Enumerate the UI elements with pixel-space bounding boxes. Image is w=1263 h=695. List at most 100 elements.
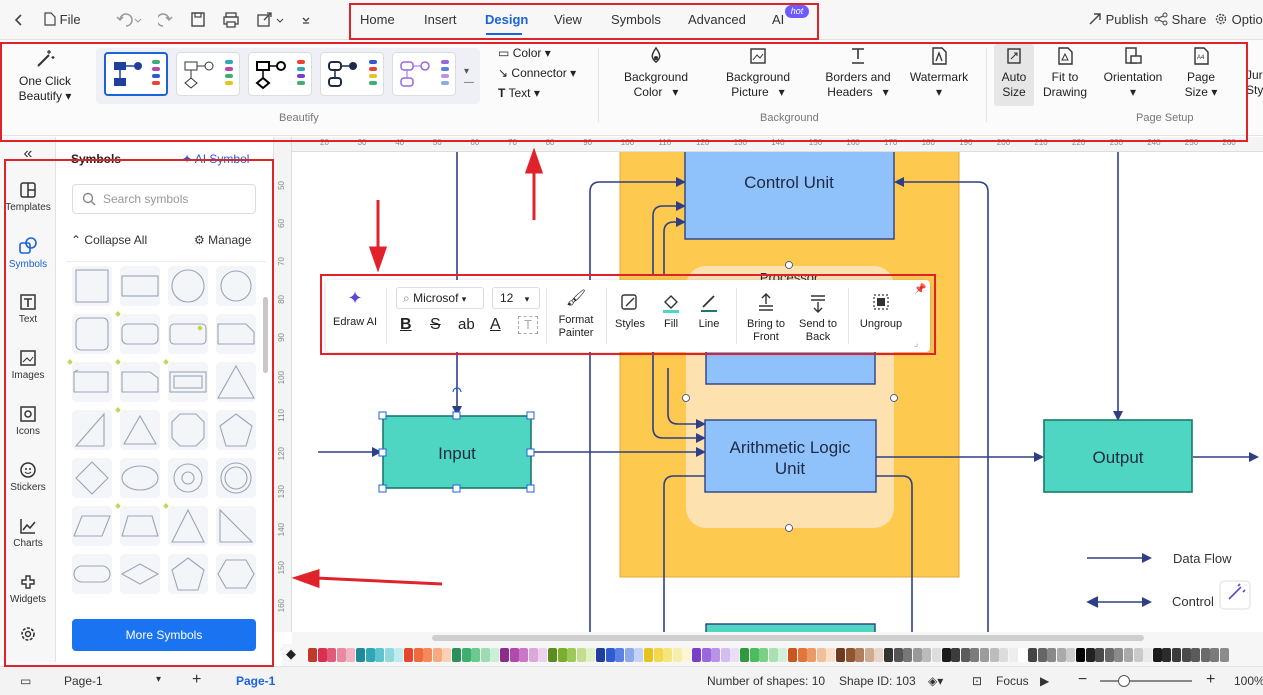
color-swatch[interactable] <box>576 648 586 662</box>
color-swatch[interactable] <box>1210 648 1220 662</box>
color-swatch[interactable] <box>596 648 605 662</box>
color-swatch[interactable] <box>394 648 404 662</box>
bring-to-front-button[interactable]: Bring to Front <box>742 292 790 344</box>
export-icon[interactable] <box>256 10 286 30</box>
font-size-select[interactable]: 12 ▾ <box>492 287 540 309</box>
fit-page-icon[interactable]: ⊡ <box>972 674 983 688</box>
collapse-all-button[interactable]: ⌃ Collapse All <box>71 233 148 247</box>
color-swatch[interactable] <box>346 648 356 662</box>
theme-card-4[interactable] <box>320 52 384 96</box>
color-swatch[interactable] <box>855 648 865 662</box>
ungroup-button[interactable]: Ungroup <box>854 292 908 331</box>
rail-icons[interactable]: Icons <box>0 405 56 437</box>
ai-symbol-link[interactable]: ✦ AI Symbol <box>182 152 250 166</box>
color-swatch[interactable] <box>1066 648 1076 662</box>
text-dropdown[interactable]: T Text ▾ <box>498 86 540 100</box>
color-swatch[interactable] <box>480 648 490 662</box>
color-swatch[interactable] <box>778 648 788 662</box>
color-swatch[interactable] <box>1172 648 1181 662</box>
color-swatch[interactable] <box>471 648 481 662</box>
theme-card-1[interactable] <box>104 52 168 96</box>
redo-icon[interactable] <box>156 10 174 30</box>
play-icon[interactable]: ▶ <box>1040 674 1050 688</box>
print-icon[interactable] <box>222 10 240 30</box>
save-icon[interactable] <box>190 10 206 30</box>
menu-symbols[interactable]: Symbols <box>611 12 661 27</box>
strikethrough-icon[interactable]: S <box>430 316 441 333</box>
menu-view[interactable]: View <box>554 12 582 27</box>
color-swatch[interactable] <box>893 648 903 662</box>
color-swatch[interactable] <box>701 648 711 662</box>
color-swatch[interactable] <box>1200 648 1210 662</box>
color-swatch[interactable] <box>1028 648 1037 662</box>
color-swatch[interactable] <box>538 648 548 662</box>
color-swatch[interactable] <box>845 648 855 662</box>
line-button[interactable]: Line <box>694 292 724 331</box>
color-swatch[interactable] <box>500 648 509 662</box>
focus-button[interactable]: Focus <box>996 674 1029 688</box>
color-swatch[interactable] <box>1143 648 1153 662</box>
color-swatch[interactable] <box>1095 648 1105 662</box>
zoom-slider-handle[interactable] <box>1118 675 1130 687</box>
color-swatch[interactable] <box>941 648 951 662</box>
color-swatch[interactable] <box>1008 648 1018 662</box>
rail-text[interactable]: Text <box>0 293 56 325</box>
borders-headers-button[interactable]: Borders and Headers ▾ <box>812 46 904 100</box>
menu-home[interactable]: Home <box>360 12 395 27</box>
gallery-more-icon[interactable]: ▾— <box>464 66 474 88</box>
color-swatch[interactable] <box>816 648 826 662</box>
scroll-thumb[interactable] <box>432 635 1144 641</box>
color-swatch[interactable] <box>788 648 797 662</box>
color-swatch[interactable] <box>884 648 893 662</box>
rail-charts[interactable]: Charts <box>0 517 56 549</box>
color-swatch[interactable] <box>432 648 442 662</box>
color-swatch[interactable] <box>442 648 452 662</box>
color-swatch[interactable] <box>749 648 759 662</box>
color-swatch[interactable] <box>1104 648 1114 662</box>
color-swatch[interactable] <box>1037 648 1047 662</box>
rail-templates[interactable]: Templates <box>0 181 56 213</box>
page-panel-icon[interactable]: ▭ <box>20 674 32 688</box>
color-swatch[interactable] <box>951 648 961 662</box>
color-swatch[interactable] <box>308 648 317 662</box>
color-swatch[interactable] <box>615 648 625 662</box>
color-swatch[interactable] <box>1124 648 1133 662</box>
color-swatch[interactable] <box>989 648 999 662</box>
color-swatch[interactable] <box>836 648 845 662</box>
color-swatch[interactable] <box>327 648 337 662</box>
publish-button[interactable]: Publish <box>1088 10 1148 30</box>
quick-access-dropdown-icon[interactable] <box>300 10 312 30</box>
one-click-beautify-button[interactable]: One Click Beautify ▾ <box>14 48 76 104</box>
color-swatch[interactable] <box>682 648 692 662</box>
color-swatch[interactable] <box>970 648 980 662</box>
styles-button[interactable]: Styles <box>612 292 648 331</box>
color-swatch[interactable] <box>375 648 385 662</box>
send-to-back-button[interactable]: Send to Back <box>794 292 842 344</box>
color-swatch[interactable] <box>404 648 413 662</box>
color-swatch[interactable] <box>452 648 461 662</box>
color-swatch[interactable] <box>336 648 346 662</box>
theme-card-3[interactable] <box>248 52 312 96</box>
color-swatch[interactable] <box>999 648 1009 662</box>
rail-images[interactable]: Images <box>0 349 56 381</box>
symbol-search-input[interactable]: Search symbols <box>72 184 256 214</box>
add-page-icon[interactable]: + <box>192 671 202 688</box>
color-swatch[interactable] <box>932 648 941 662</box>
color-swatch[interactable] <box>807 648 817 662</box>
color-swatch[interactable] <box>528 648 538 662</box>
page-dropdown-chevron-icon[interactable]: ▾ <box>156 674 162 685</box>
color-swatch[interactable] <box>413 648 423 662</box>
color-swatch[interactable] <box>317 648 327 662</box>
color-swatch[interactable] <box>1114 648 1124 662</box>
manage-button[interactable]: ⚙ Manage <box>194 233 252 247</box>
color-swatch[interactable] <box>874 648 884 662</box>
color-swatch[interactable] <box>644 648 653 662</box>
color-swatch[interactable] <box>720 648 730 662</box>
color-swatch[interactable] <box>461 648 471 662</box>
page-size-button[interactable]: A4 Page Size ▾ <box>1176 46 1226 100</box>
theme-card-5[interactable] <box>392 52 456 96</box>
rail-widgets[interactable]: Widgets <box>0 573 56 605</box>
color-swatch[interactable] <box>768 648 778 662</box>
rail-stickers[interactable]: Stickers <box>0 461 56 493</box>
back-icon[interactable] <box>12 10 26 30</box>
